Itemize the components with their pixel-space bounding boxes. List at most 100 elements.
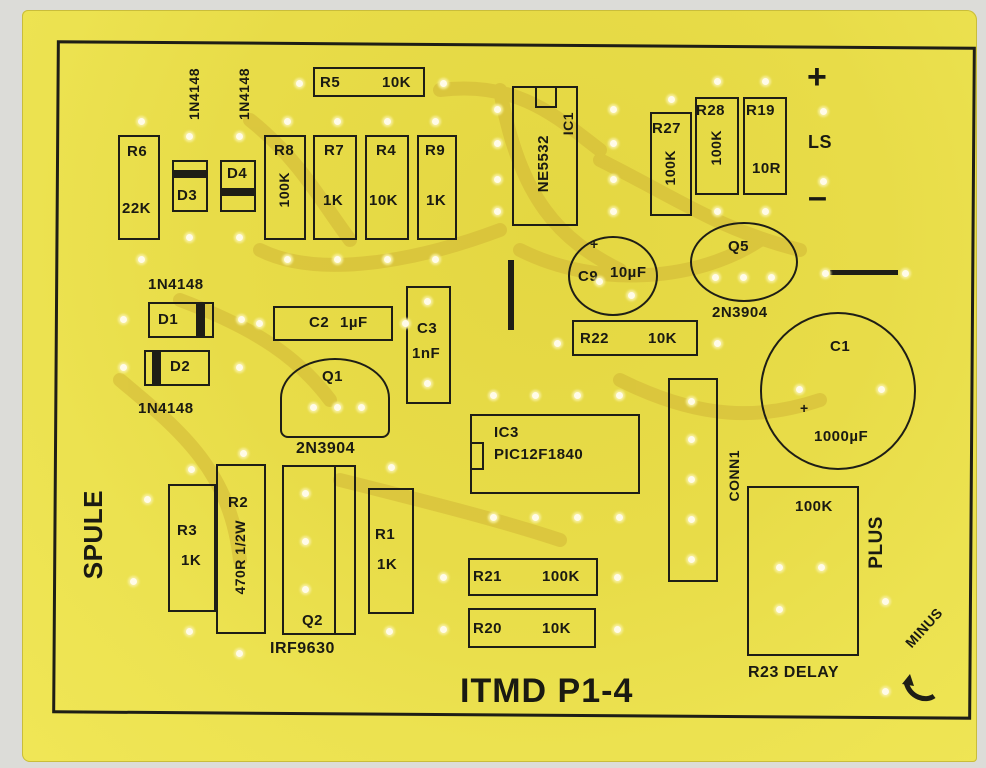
solder-pad bbox=[402, 320, 409, 327]
r8-value: 100K bbox=[276, 172, 292, 208]
solder-pad bbox=[628, 292, 635, 299]
q5-outline bbox=[690, 222, 798, 302]
ic3-ref: IC3 bbox=[494, 424, 519, 441]
solder-pad bbox=[882, 688, 889, 695]
r4-ref: R4 bbox=[376, 142, 397, 159]
solder-pad bbox=[384, 256, 391, 263]
solder-pad bbox=[714, 78, 721, 85]
d3-cathode-band bbox=[172, 170, 208, 178]
r1-outline bbox=[368, 488, 414, 614]
ls-plus: + bbox=[807, 58, 828, 96]
solder-pad bbox=[776, 564, 783, 571]
solder-pad bbox=[688, 556, 695, 563]
d1-part-label: 1N4148 bbox=[148, 276, 204, 293]
solder-pad bbox=[130, 578, 137, 585]
r27-ref: R27 bbox=[652, 120, 682, 137]
solder-pad bbox=[144, 496, 151, 503]
r27-outline bbox=[650, 112, 692, 216]
minus-arrow-icon bbox=[902, 674, 936, 702]
solder-pad bbox=[776, 606, 783, 613]
solder-pad bbox=[712, 274, 719, 281]
solder-pad bbox=[614, 626, 621, 633]
r3-ref: R3 bbox=[177, 522, 198, 539]
jumper-wire bbox=[508, 260, 514, 330]
q2-tab-line bbox=[334, 465, 336, 635]
solder-pad bbox=[818, 564, 825, 571]
solder-pad bbox=[532, 514, 539, 521]
c3-value: 1nF bbox=[412, 345, 441, 362]
d1-ref: D1 bbox=[158, 311, 179, 328]
r23-outline bbox=[747, 486, 859, 656]
solder-pad bbox=[188, 466, 195, 473]
q2-part: IRF9630 bbox=[270, 640, 335, 657]
solder-pad bbox=[236, 364, 243, 371]
r7-ref: R7 bbox=[324, 142, 345, 159]
r19-ref: R19 bbox=[746, 102, 776, 119]
solder-pad bbox=[334, 256, 341, 263]
c2-ref: C2 bbox=[309, 314, 330, 331]
ic3-part: PIC12F1840 bbox=[494, 446, 584, 463]
d4-ref: D4 bbox=[227, 165, 248, 182]
solder-pad bbox=[440, 626, 447, 633]
solder-pad bbox=[614, 574, 621, 581]
r7-outline bbox=[313, 135, 357, 240]
d3-ref: D3 bbox=[177, 187, 198, 204]
c9-ref: C9 bbox=[578, 268, 599, 285]
solder-pad bbox=[296, 80, 303, 87]
ic1-ref: IC1 bbox=[560, 112, 576, 136]
solder-pad bbox=[768, 274, 775, 281]
solder-pad bbox=[236, 234, 243, 241]
solder-pad bbox=[688, 436, 695, 443]
conn1-label: CONN1 bbox=[726, 450, 742, 502]
solder-pad bbox=[714, 340, 721, 347]
q2-outline bbox=[282, 465, 356, 635]
solder-pad bbox=[494, 140, 501, 147]
c1-ref: C1 bbox=[830, 338, 851, 355]
r2-value: 470R 1/2W bbox=[232, 520, 248, 595]
solder-pad bbox=[740, 274, 747, 281]
c1-plus: + bbox=[800, 400, 809, 416]
r22-outline bbox=[572, 320, 698, 356]
c3-outline bbox=[406, 286, 451, 404]
solder-pad bbox=[186, 628, 193, 635]
solder-pad bbox=[554, 340, 561, 347]
r27-value: 100K bbox=[662, 150, 678, 186]
d2-part-label: 1N4148 bbox=[138, 400, 194, 417]
solder-pad bbox=[878, 386, 885, 393]
solder-pad bbox=[284, 118, 291, 125]
r6-ref: R6 bbox=[127, 143, 148, 160]
r9-ref: R9 bbox=[425, 142, 446, 159]
ls-label: LS bbox=[808, 132, 833, 152]
r8-ref: R8 bbox=[274, 142, 295, 159]
r3-value: 1K bbox=[181, 552, 202, 569]
c1-outline bbox=[760, 312, 916, 470]
solder-pad bbox=[762, 208, 769, 215]
solder-pad bbox=[384, 118, 391, 125]
solder-pad bbox=[386, 628, 393, 635]
r8-outline bbox=[264, 135, 306, 240]
board-title: ITMD P1-4 bbox=[460, 672, 634, 710]
solder-pad bbox=[882, 598, 889, 605]
ic1-notch bbox=[535, 86, 557, 108]
d2-outline bbox=[144, 350, 210, 386]
solder-pad bbox=[574, 392, 581, 399]
solder-pad bbox=[302, 586, 309, 593]
solder-pad bbox=[358, 404, 365, 411]
r4-value: 10K bbox=[369, 192, 399, 209]
solder-pad bbox=[138, 256, 145, 263]
c9-outline bbox=[568, 236, 658, 316]
r1-value: 1K bbox=[377, 556, 398, 573]
d1-cathode-band bbox=[196, 302, 205, 338]
r23-value: 100K bbox=[795, 498, 833, 515]
r20-outline bbox=[468, 608, 596, 648]
q1-outline bbox=[280, 358, 390, 438]
solder-pad bbox=[424, 298, 431, 305]
r4-outline bbox=[365, 135, 409, 240]
solder-pad bbox=[688, 516, 695, 523]
solder-pad bbox=[494, 106, 501, 113]
ic1-part: NE5532 bbox=[535, 135, 552, 193]
conn1-outline bbox=[668, 378, 718, 582]
d4-cathode-band bbox=[220, 188, 256, 196]
solder-pad bbox=[284, 256, 291, 263]
solder-pad bbox=[238, 316, 245, 323]
